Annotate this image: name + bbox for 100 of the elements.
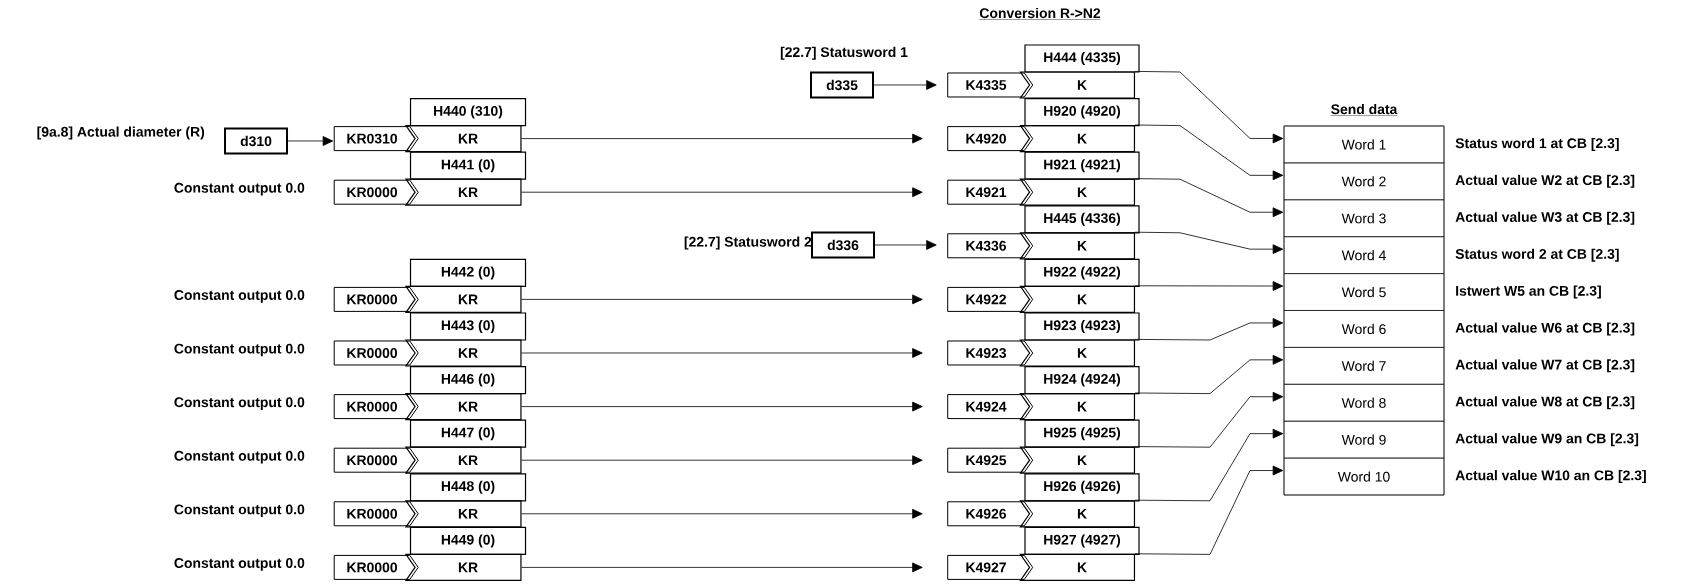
parameter-box: H446 (0) — [409, 366, 527, 395]
input-box: KR — [404, 285, 522, 313]
side-label: Istwert W5 an CB [2.3] — [1456, 285, 1601, 299]
arrow — [873, 80, 937, 90]
word-cell: Word 4 — [1283, 236, 1445, 274]
input-box: KR — [404, 553, 522, 581]
word-cell: Word 8 — [1283, 384, 1445, 422]
heading: Conversion R->N2 — [979, 7, 1101, 20]
parameter-box: H447 (0) — [409, 419, 527, 448]
side-label: Actual value W8 at CB [2.3] — [1455, 396, 1635, 410]
parameter-box: H922 (4922) — [1024, 258, 1140, 287]
connector-pentagon: K4927 — [947, 554, 1034, 580]
input-box: K — [1019, 71, 1136, 99]
parameter-box: H448 (0) — [409, 473, 527, 502]
parameter-box: H923 (4923) — [1024, 312, 1140, 341]
input-box: K — [1019, 178, 1136, 206]
input-box: KR — [404, 446, 522, 474]
input-box: K — [1019, 125, 1136, 153]
arrow — [1134, 178, 1284, 218]
word-cell: Word 9 — [1283, 420, 1445, 459]
input-box: KR — [404, 125, 522, 153]
arrow — [1134, 124, 1284, 181]
connector-pentagon: K4925 — [947, 447, 1034, 473]
side-label: Actual value W6 at CB [2.3] — [1455, 322, 1635, 336]
arrow — [1134, 354, 1284, 394]
input-box: K — [1019, 339, 1136, 367]
arrow — [521, 562, 923, 573]
connector-pentagon: K4921 — [947, 179, 1034, 205]
arrow — [521, 401, 923, 412]
connector-pentagon: KR0000 — [333, 340, 419, 366]
parameter-box: H924 (4924) — [1024, 366, 1140, 395]
parameter-box: H444 (4335) — [1024, 44, 1140, 73]
connector-pentagon: KR0000 — [333, 394, 419, 420]
parameter-box: H443 (0) — [409, 312, 527, 341]
arrow — [521, 294, 923, 305]
parameter-box: H927 (4927) — [1024, 526, 1140, 555]
connector-pentagon: KR0000 — [333, 179, 419, 205]
arrow — [1134, 281, 1284, 291]
arrow — [521, 508, 923, 519]
input-box: K — [1019, 393, 1136, 421]
parameter-box: H449 (0) — [409, 526, 527, 555]
parameter-box: H445 (4336) — [1024, 205, 1140, 234]
connector-pentagon: KR0000 — [333, 447, 419, 473]
parameter-box: H920 (4920) — [1024, 98, 1140, 127]
arrow — [521, 187, 923, 198]
side-label: [9a.8] Actual diameter (R) — [37, 126, 205, 140]
input-box: KR — [404, 178, 522, 206]
input-box: K — [1019, 232, 1136, 260]
input-box: K — [1019, 500, 1136, 528]
arrow — [1134, 318, 1284, 341]
connector-pentagon: KR0000 — [333, 554, 419, 580]
parameter-box: H926 (4926) — [1024, 473, 1140, 502]
arrow — [521, 348, 923, 358]
word-cell: Word 6 — [1283, 310, 1445, 348]
input-box: K — [1019, 285, 1136, 313]
input-box: KR — [404, 500, 522, 528]
word-cell: Word 1 — [1283, 125, 1445, 164]
word-cell: Word 5 — [1283, 273, 1445, 311]
side-label: Status word 1 at CB [2.3] — [1455, 137, 1619, 151]
arrow — [1134, 391, 1284, 448]
parameter-box: H440 (310) — [409, 98, 527, 127]
signal-box: d310 — [224, 127, 288, 155]
connector-pentagon: K4924 — [947, 394, 1034, 420]
arrow — [874, 240, 937, 250]
arrow — [1134, 465, 1284, 555]
node-label: Send data — [1331, 103, 1398, 115]
side-label: Constant output 0.0 — [174, 558, 305, 571]
connector-pentagon: KR0000 — [333, 501, 419, 527]
signal-box: d336 — [811, 231, 875, 259]
side-label: Actual value W10 an CB [2.3] — [1455, 470, 1646, 484]
arrow — [521, 133, 923, 144]
input-box: KR — [404, 393, 522, 421]
side-label: Actual value W7 at CB [2.3] — [1455, 359, 1635, 373]
input-box: KR — [404, 339, 522, 367]
parameter-box: H921 (4921) — [1024, 151, 1140, 180]
word-cell: Word 7 — [1283, 347, 1445, 385]
parameter-box: H925 (4925) — [1024, 419, 1140, 448]
connector-pentagon: K4926 — [947, 501, 1034, 527]
connector-pentagon: K4922 — [947, 286, 1034, 312]
input-box: K — [1019, 446, 1136, 474]
word-cell: Word 2 — [1283, 162, 1445, 201]
arrow — [521, 455, 923, 466]
side-label: Constant output 0.0 — [174, 397, 305, 410]
arrow — [1134, 428, 1284, 502]
side-label: Actual value W3 at CB [2.3] — [1455, 211, 1635, 225]
side-label: Constant output 0.0 — [174, 504, 305, 518]
arrow — [287, 136, 334, 146]
arrow — [1134, 231, 1284, 254]
side-label: Constant output 0.0 — [174, 450, 305, 464]
side-label: Constant output 0.0 — [174, 290, 305, 303]
connector-pentagon: K4923 — [947, 340, 1034, 366]
parameter-box: H442 (0) — [409, 258, 527, 287]
word-cell: Word 10 — [1283, 457, 1445, 496]
side-label: Actual value W2 at CB [2.3] — [1455, 174, 1635, 188]
arrow — [1134, 71, 1284, 144]
side-label: Status word 2 at CB [2.3] — [1455, 248, 1619, 262]
side-label: [22.7] Statusword 1 — [780, 46, 908, 60]
connector-pentagon: KR0000 — [333, 286, 419, 312]
side-label: Constant output 0.0 — [174, 343, 305, 357]
side-label: [22.7] Statusword 2 — [684, 236, 812, 250]
